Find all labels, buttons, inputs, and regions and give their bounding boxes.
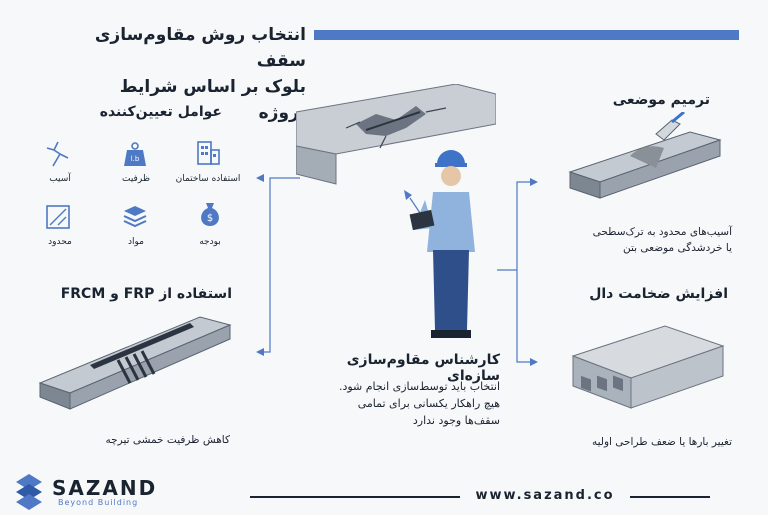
- right-arrow-top: [530, 178, 538, 186]
- expert-text: انتخاب باید توسط‌سازی انجام شود. هیچ راه…: [270, 378, 500, 429]
- factor-label-budget: بودجه: [199, 237, 221, 247]
- title-line-2: بلوک بر اساس شرایط پروژه: [119, 77, 306, 123]
- title-line-1: انتخاب روش مقاوم‌سازی سقف: [94, 25, 306, 71]
- factor-budget: $: [196, 200, 224, 232]
- repair-description: آسیب‌های محدود به ترک‌سطحی یا خردشدگی مو…: [560, 224, 732, 256]
- crack-icon: [46, 141, 69, 167]
- expert-line-2: هیچ راهکار یکسانی برای تمامی: [357, 397, 500, 410]
- brand-name: SAZAND: [52, 476, 158, 500]
- slab-illustration: [571, 325, 725, 409]
- frp-heading: استفاده از FRP و FRCM: [60, 286, 232, 302]
- title-accent-bar: [314, 30, 739, 40]
- repair-beam-illustration: [568, 112, 722, 199]
- money-bag-icon: $: [201, 203, 219, 226]
- factor-label-building: استفاده ساختمان: [175, 174, 241, 184]
- expert-heading: کارشناس مقاوم‌سازی سازه‌ای: [346, 352, 500, 384]
- expert-line-3: سقف‌ها وجود ندارد: [412, 414, 500, 427]
- thickness-description: تغییر بارها یا ضعف طراحی اولیه: [591, 436, 732, 448]
- building-icon: [197, 141, 220, 165]
- brand-tagline: Beyond Building: [58, 498, 139, 507]
- engineer-illustration: [409, 150, 475, 338]
- factors-heading: عوامل تعیین‌کننده: [99, 104, 222, 120]
- factor-label-materials: مواد: [128, 237, 144, 247]
- factor-damage: [44, 140, 72, 172]
- repair-line-1: آسیب‌های محدود به ترک‌سطحی: [592, 226, 732, 238]
- thickness-heading: افزایش ضخامت دال: [589, 286, 728, 302]
- factor-capacity: l.b: [121, 140, 149, 172]
- frp-description: کاهش ظرفیت خمشی تیرچه: [105, 434, 230, 446]
- page-title: انتخاب روش مقاوم‌سازی سقف بلوک بر اساس ش…: [76, 22, 306, 126]
- frp-beam-illustration: [38, 316, 232, 410]
- factor-label-damage: آسیب: [49, 174, 71, 184]
- materials-icon: [123, 206, 147, 228]
- factor-materials: [121, 203, 149, 235]
- factor-label-capacity: ظرفیت: [122, 174, 150, 184]
- factor-label-limit: محدود: [48, 237, 72, 247]
- footer: SAZAND Beyond Building www.sazand.co: [0, 474, 768, 515]
- right-connector-line: [497, 181, 530, 363]
- limit-icon: [46, 205, 70, 229]
- left-connector-line: [262, 177, 300, 353]
- sazand-logo-icon: [16, 474, 42, 510]
- factor-limit: [44, 203, 72, 235]
- right-arrow-bottom: [530, 358, 538, 366]
- svg-text:l.b: l.b: [131, 155, 140, 163]
- left-arrow-bottom: [256, 348, 264, 356]
- website-url[interactable]: www.sazand.co: [460, 488, 630, 503]
- weight-icon: l.b: [124, 142, 146, 166]
- factor-building: [194, 138, 222, 170]
- left-arrow-top: [256, 174, 264, 182]
- expert-line-1: انتخاب باید توسط‌سازی انجام شود.: [338, 380, 500, 393]
- repair-line-2: یا خردشدگی موضعی بتن: [622, 242, 732, 254]
- svg-text:$: $: [207, 213, 213, 224]
- repair-heading: ترمیم موضعی: [612, 92, 710, 108]
- damaged-ceiling-illustration: [296, 84, 496, 185]
